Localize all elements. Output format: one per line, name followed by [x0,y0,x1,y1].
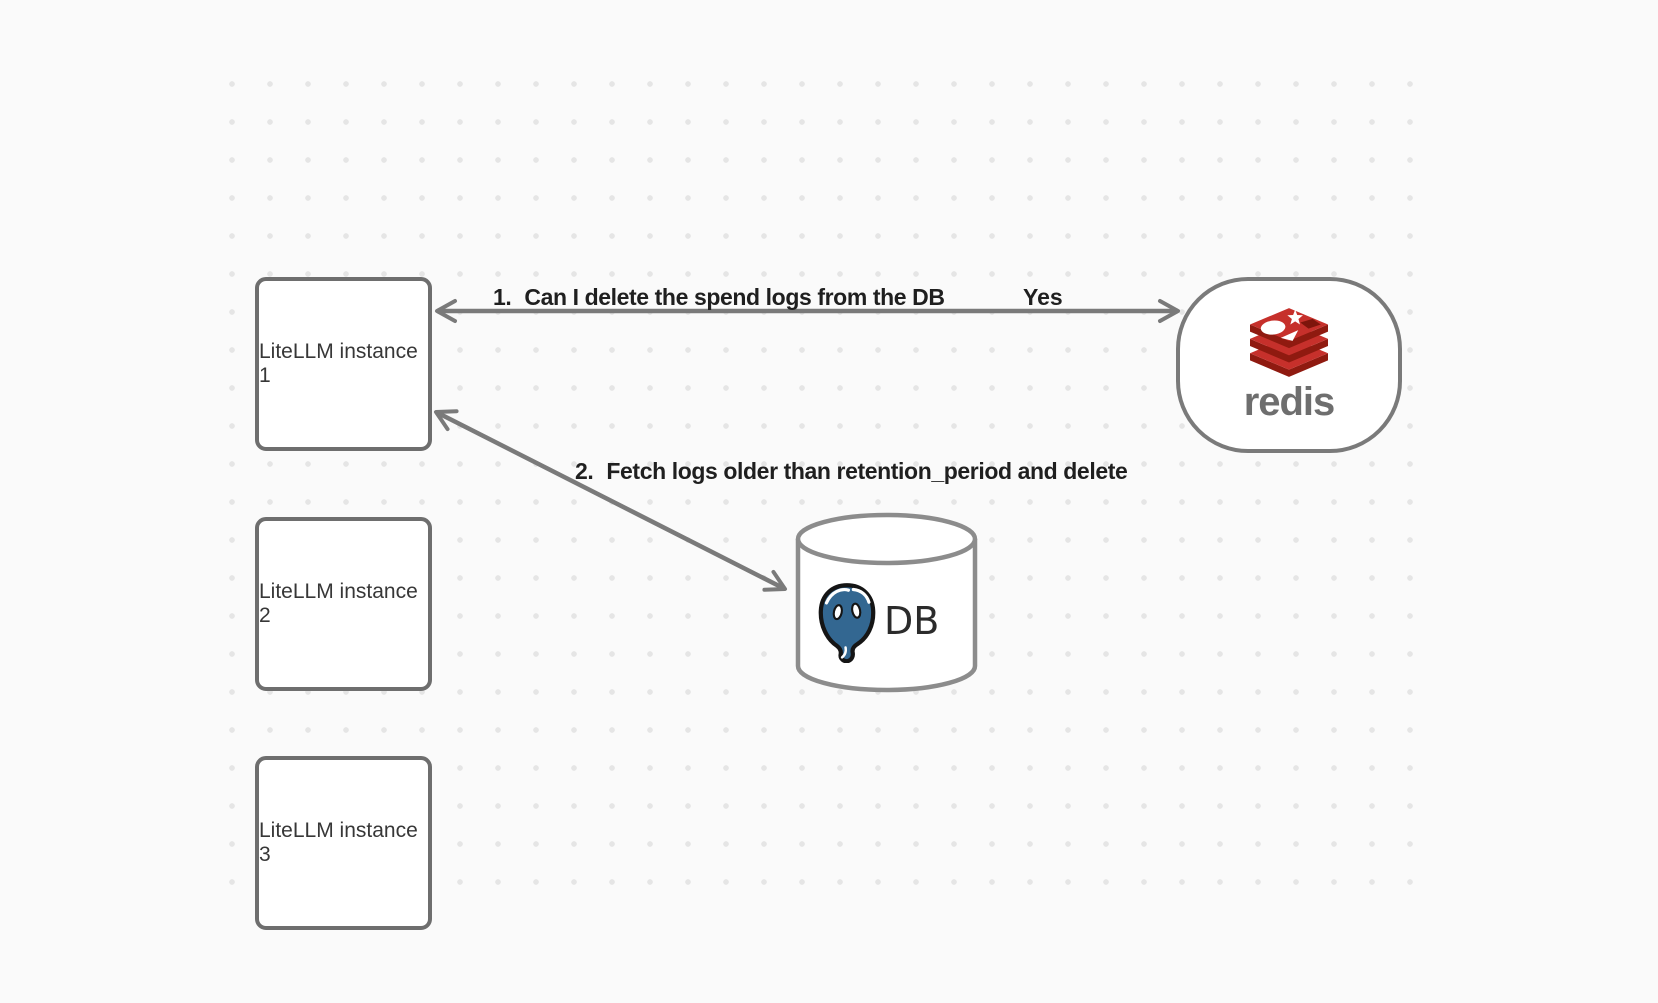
db-node-label: DB [884,599,940,643]
node-litellm-instance-3-label: LiteLLM instance 3 [259,819,418,866]
edge1-number: 1. [493,284,512,310]
node-litellm-instance-3[interactable]: LiteLLM instance 3 [255,756,432,930]
edge2-label: 2. Fetch logs older than retention_perio… [575,458,1128,484]
redis-wordmark: redis [1243,380,1336,424]
postgresql-elephant-icon [818,583,876,663]
edge1-text: Can I delete the spend logs from the DB [524,284,945,310]
edge1-label: 1. Can I delete the spend logs from the … [493,286,945,309]
edge2-number: 2. [575,458,594,484]
edge2-text: Fetch logs older than retention_period a… [606,458,1128,484]
edge1-answer: Yes [1023,284,1063,310]
node-litellm-instance-1[interactable]: LiteLLM instance 1 [255,277,432,451]
node-litellm-instance-2-label: LiteLLM instance 2 [259,580,418,627]
redis-logo-icon [1250,308,1328,377]
node-redis[interactable]: redis [1176,277,1402,453]
node-litellm-instance-1-label: LiteLLM instance 1 [259,340,418,387]
node-litellm-instance-2[interactable]: LiteLLM instance 2 [255,517,432,691]
